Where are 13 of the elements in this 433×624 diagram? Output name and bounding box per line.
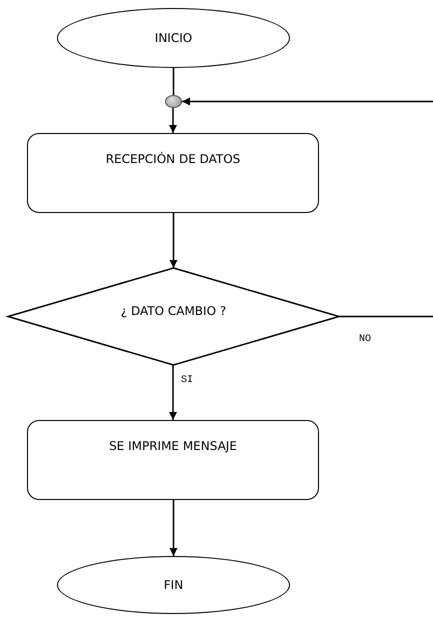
arrow <box>170 213 178 268</box>
connector-circle <box>165 95 182 108</box>
node-text: ¿ DATO CAMBIO ? <box>120 304 226 318</box>
arrow <box>169 108 177 133</box>
arrow <box>170 500 178 556</box>
arrow <box>182 98 433 106</box>
node-text: FIN <box>164 578 184 592</box>
node-text: INICIO <box>154 31 192 45</box>
arrow <box>169 365 177 420</box>
node-text: SE IMPRIME MENSAJE <box>109 439 237 453</box>
node-text: RECEPCIÓN DE DATOS <box>106 152 240 166</box>
process-box <box>27 133 319 213</box>
process-box <box>27 420 319 500</box>
